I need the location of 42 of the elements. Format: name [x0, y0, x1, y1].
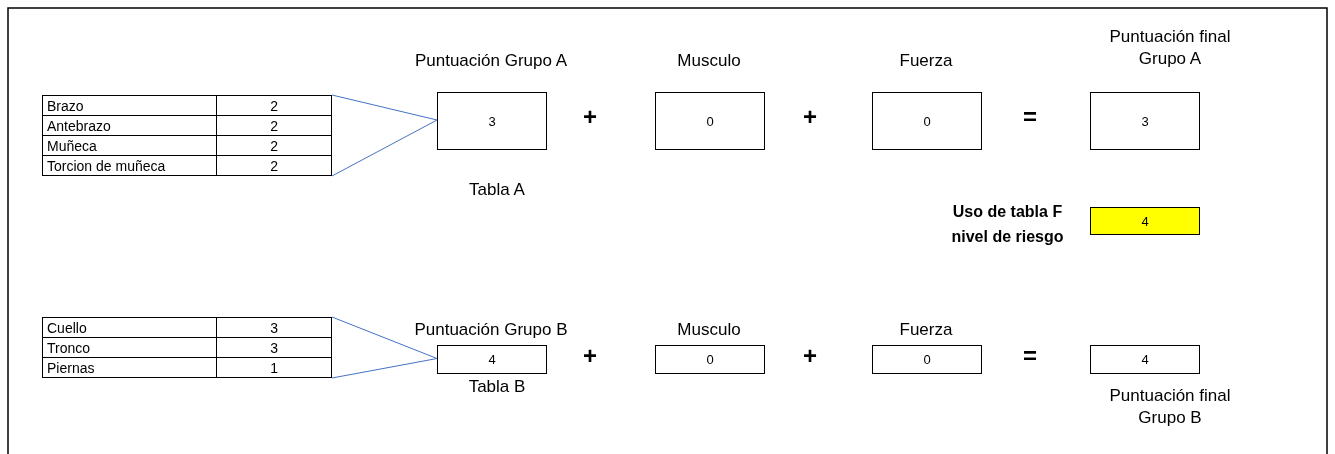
score-box: 4 [437, 345, 547, 374]
score-heading: Musculo [676, 50, 742, 72]
score-heading: Puntuación final Grupo B [1108, 385, 1232, 429]
operator-sign: + [802, 342, 818, 370]
operator-sign: + [802, 103, 818, 131]
table-cell: 3 [216, 317, 332, 338]
score-heading: Puntuación Grupo A [413, 50, 569, 72]
risk-level-box: 4 [1090, 207, 1200, 235]
connector-line [331, 316, 438, 379]
table-cell: Torcion de muñeca [42, 155, 217, 176]
operator-sign: = [1022, 103, 1038, 131]
score-box: 3 [437, 92, 547, 150]
score-box: 4 [1090, 345, 1200, 374]
table-cell: 3 [216, 337, 332, 358]
score-box: 0 [872, 92, 982, 150]
score-heading: Fuerza [898, 319, 954, 341]
table-cell: 2 [216, 155, 332, 176]
table-cell: 2 [216, 135, 332, 156]
table-cell: Brazo [42, 95, 217, 116]
table-cell: 2 [216, 95, 332, 116]
note-text: Tabla A [468, 180, 526, 200]
operator-sign: + [582, 103, 598, 131]
table-cell: 2 [216, 115, 332, 136]
note-text: Uso de tabla F nivel de riesgo [950, 202, 1065, 247]
score-heading: Puntuación Grupo B [413, 319, 569, 341]
score-box: 0 [655, 92, 765, 150]
operator-sign: + [582, 342, 598, 370]
table-cell: Tronco [42, 337, 217, 358]
score-heading: Musculo [676, 319, 742, 341]
score-heading: Puntuación final Grupo A [1108, 26, 1232, 70]
note-text: Tabla B [467, 377, 527, 397]
score-box: 0 [655, 345, 765, 374]
score-heading: Fuerza [898, 50, 954, 72]
table-cell: Muñeca [42, 135, 217, 156]
table-cell: Cuello [42, 317, 217, 338]
operator-sign: = [1022, 342, 1038, 370]
connector-line [331, 94, 438, 177]
table-cell: 1 [216, 357, 332, 378]
score-box: 3 [1090, 92, 1200, 150]
table-cell: Piernas [42, 357, 217, 378]
score-box: 0 [872, 345, 982, 374]
table-cell: Antebrazo [42, 115, 217, 136]
